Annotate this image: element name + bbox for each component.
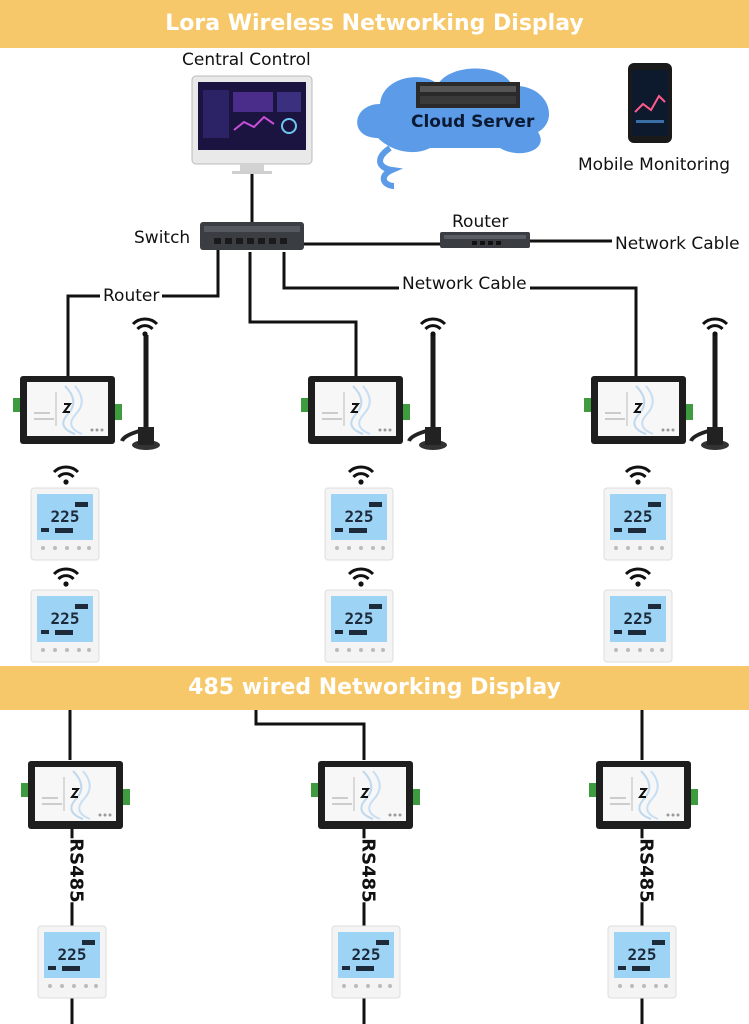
wifi-icon — [419, 317, 447, 339]
wifi-icon — [347, 567, 375, 589]
rs485-label: RS485 — [635, 838, 657, 903]
mobile-phone — [628, 63, 672, 143]
wired-section-banner: 485 wired Networking Display — [0, 666, 749, 710]
network-switch — [200, 222, 304, 250]
lora-gateway — [12, 375, 123, 445]
wifi-icon — [131, 317, 159, 339]
wifi-icon — [624, 465, 652, 487]
switch-label: Switch — [134, 228, 191, 248]
thermostat — [603, 487, 673, 561]
thermostat — [30, 487, 100, 561]
router-label: Router — [452, 212, 509, 232]
thermostat — [37, 925, 107, 999]
lora-section-banner: Lora Wireless Networking Display — [0, 0, 749, 48]
router-device — [440, 232, 530, 248]
cloud-server — [357, 68, 550, 189]
mobile-monitoring-label: Mobile Monitoring — [578, 155, 731, 175]
wifi-icon — [347, 465, 375, 487]
lora-gateway — [300, 375, 411, 445]
central-control-label: Central Control — [182, 50, 311, 70]
cloud-server-label: Cloud Server — [411, 112, 535, 132]
thermostat — [30, 589, 100, 663]
network-cable-label: Network Cable — [399, 274, 530, 294]
antenna — [689, 333, 731, 452]
rs485-gateway — [588, 760, 699, 830]
lora-gateway — [583, 375, 694, 445]
thermostat — [324, 589, 394, 663]
wifi-icon — [624, 567, 652, 589]
antenna — [407, 333, 449, 452]
rs485-label: RS485 — [357, 838, 379, 903]
antenna — [120, 333, 162, 452]
router-label: Router — [100, 286, 163, 306]
wifi-icon — [52, 567, 80, 589]
wifi-icon — [52, 465, 80, 487]
thermostat — [324, 487, 394, 561]
thermostat — [607, 925, 677, 999]
central-control-monitor — [191, 75, 313, 174]
rs485-label: RS485 — [65, 838, 87, 903]
wifi-icon — [701, 317, 729, 339]
thermostat — [603, 589, 673, 663]
thermostat — [331, 925, 401, 999]
network-cable-label: Network Cable — [612, 234, 743, 254]
rs485-gateway — [20, 760, 131, 830]
rs485-gateway — [310, 760, 421, 830]
network-cables — [66, 172, 638, 376]
